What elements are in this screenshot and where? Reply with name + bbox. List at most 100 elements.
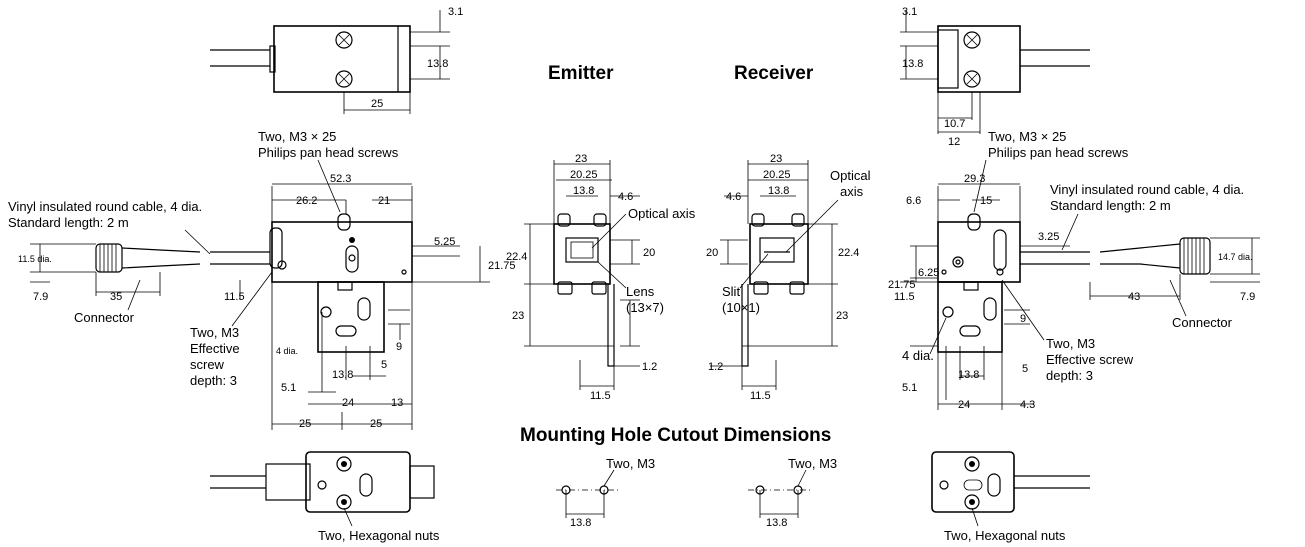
dim-mr-5: 5 [1022, 363, 1028, 375]
callout-screws-right-2: Philips pan head screws [988, 145, 1129, 160]
callout-hole-right: 4 dia. [902, 348, 934, 363]
dim-tl-13-8: 13.8 [427, 58, 448, 70]
callout-m3-right-1: Two, M3 [1046, 336, 1095, 351]
dim-mr-43: 43 [1128, 291, 1140, 303]
emitter-side-view [30, 183, 490, 430]
leader-hole-right [929, 317, 947, 355]
dim-ml-26-2: 26.2 [296, 195, 317, 207]
dim-mr-13-8: 13.8 [958, 369, 979, 381]
dim-ml-5: 5 [381, 359, 387, 371]
mount-m3-right: Two, M3 [788, 456, 837, 471]
dim-ml-11-5: 11.5 [224, 291, 245, 303]
dim-e-11-5: 11.5 [590, 390, 611, 402]
leader-m3-left [231, 271, 273, 327]
leader-connector-right [1169, 279, 1187, 317]
leader-lens [597, 261, 627, 289]
mounting-cutout-left [556, 469, 620, 518]
dim-r-23b: 23 [836, 310, 848, 322]
dim-ml-13-8: 13.8 [332, 369, 353, 381]
dim-ml-52-3: 52.3 [330, 173, 351, 185]
leader-cable-right [1061, 213, 1079, 251]
leader-slit [739, 253, 769, 289]
dim-e-13-8: 13.8 [573, 185, 594, 197]
callout-slit-2: (10×1) [722, 300, 760, 315]
callout-cable-left-2: Standard length: 2 m [8, 215, 129, 230]
callout-optical-right-2: axis [840, 184, 864, 199]
emitter-top-view [210, 10, 450, 114]
dim-mr-7-9: 7.9 [1240, 291, 1255, 303]
dim-e-1-2: 1.2 [642, 361, 657, 373]
receiver-front-view [710, 160, 838, 390]
heading-receiver: Receiver [734, 63, 814, 84]
dim-e-23b: 23 [512, 310, 524, 322]
dim-tl-25: 25 [371, 98, 383, 110]
dim-cable-dia-right: 14.7 dia. [1218, 252, 1253, 262]
callout-cable-right-2: Standard length: 2 m [1050, 198, 1171, 213]
dim-e-20: 20 [643, 247, 655, 259]
dim-r-4-6: 4.6 [726, 191, 741, 203]
dim-ml-21: 21 [378, 195, 390, 207]
dim-ml-5-25: 5.25 [434, 236, 455, 248]
mounting-cutout-right [748, 469, 812, 518]
dim-mr-15: 15 [980, 195, 992, 207]
dim-ml-13: 13 [391, 397, 403, 409]
dim-e-20-25: 20.25 [570, 169, 598, 181]
callout-screws-right-1: Two, M3 × 25 [988, 129, 1066, 144]
dim-mr-9: 9 [1020, 313, 1026, 325]
callout-screws-left-1: Two, M3 × 25 [258, 129, 336, 144]
emitter-front-view [524, 160, 640, 390]
callout-m3-right-2: Effective screw [1046, 352, 1134, 367]
receiver-bottom-view [931, 451, 1090, 527]
callout-lens-1: Lens [626, 284, 655, 299]
leader-connector-left [127, 279, 141, 311]
dim-r-20-25: 20.25 [763, 169, 791, 181]
callout-m3-left-1: Two, M3 [190, 325, 239, 340]
dim-r-13-8: 13.8 [768, 185, 789, 197]
leader-cable-left [184, 229, 211, 255]
dim-ml-24: 24 [342, 397, 354, 409]
dim-e-23: 23 [575, 153, 587, 165]
dim-mr-3-25: 3.25 [1038, 231, 1059, 243]
callout-cable-left-1: Vinyl insulated round cable, 4 dia. [8, 199, 202, 214]
receiver-side-view [900, 183, 1260, 410]
callout-lens-2: (13×7) [626, 300, 664, 315]
dim-mh-right: 13.8 [766, 517, 787, 529]
dim-e-22-4: 22.4 [506, 251, 527, 263]
heading-emitter: Emitter [548, 63, 614, 84]
leader-screws-right [973, 159, 987, 213]
mount-m3-left: Two, M3 [606, 456, 655, 471]
dim-mr-24: 24 [958, 399, 970, 411]
dim-mr-5-1: 5.1 [902, 382, 917, 394]
leader-screws-left [317, 159, 341, 213]
dim-mr-6-25: 6.25 [918, 267, 939, 279]
callout-connector-right: Connector [1172, 315, 1233, 330]
leader-optical-left [591, 213, 627, 249]
dim-mh-left: 13.8 [570, 517, 591, 529]
dim-tr-12: 12 [948, 136, 960, 148]
dim-ml-9: 9 [396, 341, 402, 353]
callout-hole-left: 4 dia. [276, 346, 298, 356]
dim-mr-4-3: 4.3 [1020, 399, 1035, 411]
dim-tr-3-1: 3.1 [902, 6, 917, 18]
dim-r-1-2: 1.2 [708, 361, 723, 373]
emitter-bottom-view [210, 451, 435, 527]
callout-nuts-left: Two, Hexagonal nuts [318, 528, 440, 543]
dim-r-11-5: 11.5 [750, 390, 771, 402]
dim-cable-dia-left: 11.5 dia. [18, 254, 52, 264]
dim-mr-21-75: 21.75 [888, 279, 916, 291]
callout-cable-right-1: Vinyl insulated round cable, 4 dia. [1050, 182, 1244, 197]
dim-ml-25a: 25 [299, 418, 311, 430]
callout-screws-left-2: Philips pan head screws [258, 145, 399, 160]
callout-slit-1: Slit [722, 284, 740, 299]
dim-mr-29-3: 29.3 [964, 173, 985, 185]
dim-mr-6-6: 6.6 [906, 195, 921, 207]
dim-tr-10-7: 10.7 [944, 118, 965, 130]
dim-ml-25b: 25 [370, 418, 382, 430]
dim-mr-11-5: 11.5 [894, 291, 915, 303]
dim-tr-13-8: 13.8 [902, 58, 923, 70]
dim-r-22-4: 22.4 [838, 247, 859, 259]
callout-m3-left-2: Effective [190, 341, 240, 356]
receiver-top-view [900, 10, 1090, 134]
dim-ml-35: 35 [110, 291, 122, 303]
